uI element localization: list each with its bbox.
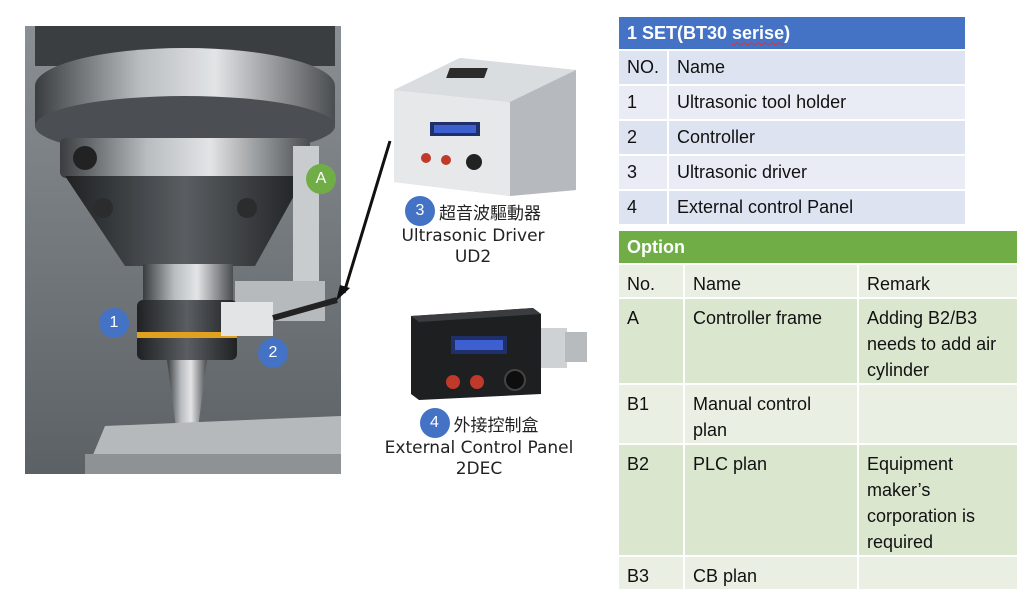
option-row-remark <box>857 555 1019 591</box>
option-row-name: Manual control plan <box>683 383 859 445</box>
driver-chinese-label: 超音波驅動器 <box>439 203 541 224</box>
table-row: B2 PLC plan Equipment maker’s corporatio… <box>617 443 1019 557</box>
set-table-title-row: 1 SET(BT30 serise) <box>617 15 967 51</box>
option-table-title-row: Option <box>617 229 1019 265</box>
option-row-name: CB plan <box>683 555 859 591</box>
set-table-title: 1 SET(BT30 serise) <box>617 15 967 51</box>
set-row-name: Ultrasonic tool holder <box>667 84 967 121</box>
machine-photo: 1 2 A <box>25 26 341 474</box>
option-table: Option No. Name Remark A Controller fram… <box>617 229 1019 591</box>
panel-chinese-label: 外接控制盒 <box>453 415 539 436</box>
option-header-name: Name <box>683 263 859 299</box>
set-row-name: External control Panel <box>667 189 967 226</box>
option-row-name: PLC plan <box>683 443 859 557</box>
option-row-no: B2 <box>617 443 685 557</box>
set-row-name: Ultrasonic driver <box>667 154 967 191</box>
option-row-no: B3 <box>617 555 685 591</box>
option-row-remark <box>857 383 1019 445</box>
option-table-title: Option <box>617 229 1019 265</box>
option-header-remark: Remark <box>857 263 1019 299</box>
set-row-no: 4 <box>616 189 670 226</box>
table-row: 1 Ultrasonic tool holder <box>616 84 967 121</box>
option-row-no: A <box>617 297 685 385</box>
driver-english-label: Ultrasonic Driver <box>401 226 545 246</box>
panel-model-label: 2DEC <box>455 459 503 479</box>
connection-arrow <box>336 140 392 301</box>
set-header-name: Name <box>667 49 967 86</box>
table-row: 4 External control Panel <box>616 189 967 226</box>
option-header-no: No. <box>617 263 685 299</box>
option-row-no: B1 <box>617 383 685 445</box>
ultrasonic-driver-image <box>394 58 576 196</box>
spellcheck-underline: serise <box>732 22 785 43</box>
panel-number-badge: 4 <box>419 408 450 438</box>
driver-model-label: UD2 <box>454 247 492 267</box>
callout-badge-2: 2 <box>258 338 288 368</box>
set-row-no: 3 <box>616 154 670 191</box>
set-table-title-text: 1 SET(BT30 serise) <box>627 22 791 43</box>
spindle-illustration <box>25 26 341 474</box>
set-row-name: Controller <box>667 119 967 156</box>
set-header-no: NO. <box>616 49 670 86</box>
panel-english-label: External Control Panel <box>384 438 574 458</box>
option-table-header-row: No. Name Remark <box>617 263 1019 299</box>
set-row-no: 2 <box>616 119 670 156</box>
option-row-remark: Equipment maker’s corporation is require… <box>857 443 1019 557</box>
table-row: 2 Controller <box>616 119 967 156</box>
table-row: B1 Manual control plan <box>617 383 1019 445</box>
external-control-panel-image <box>411 308 587 400</box>
set-table-header-row: NO. Name <box>616 49 967 86</box>
table-row: A Controller frame Adding B2/B3 needs to… <box>617 297 1019 385</box>
option-row-remark: Adding B2/B3 needs to add air cylinder <box>857 297 1019 385</box>
table-row: B3 CB plan <box>617 555 1019 591</box>
callout-badge-a: A <box>306 164 336 194</box>
table-row: 3 Ultrasonic driver <box>616 154 967 191</box>
driver-number-badge: 3 <box>405 196 435 226</box>
set-row-no: 1 <box>616 84 670 121</box>
option-row-name: Controller frame <box>683 297 859 385</box>
set-contents-table: 1 SET(BT30 serise) NO. Name 1 Ultrasonic… <box>616 15 967 226</box>
callout-badge-1: 1 <box>99 308 129 338</box>
